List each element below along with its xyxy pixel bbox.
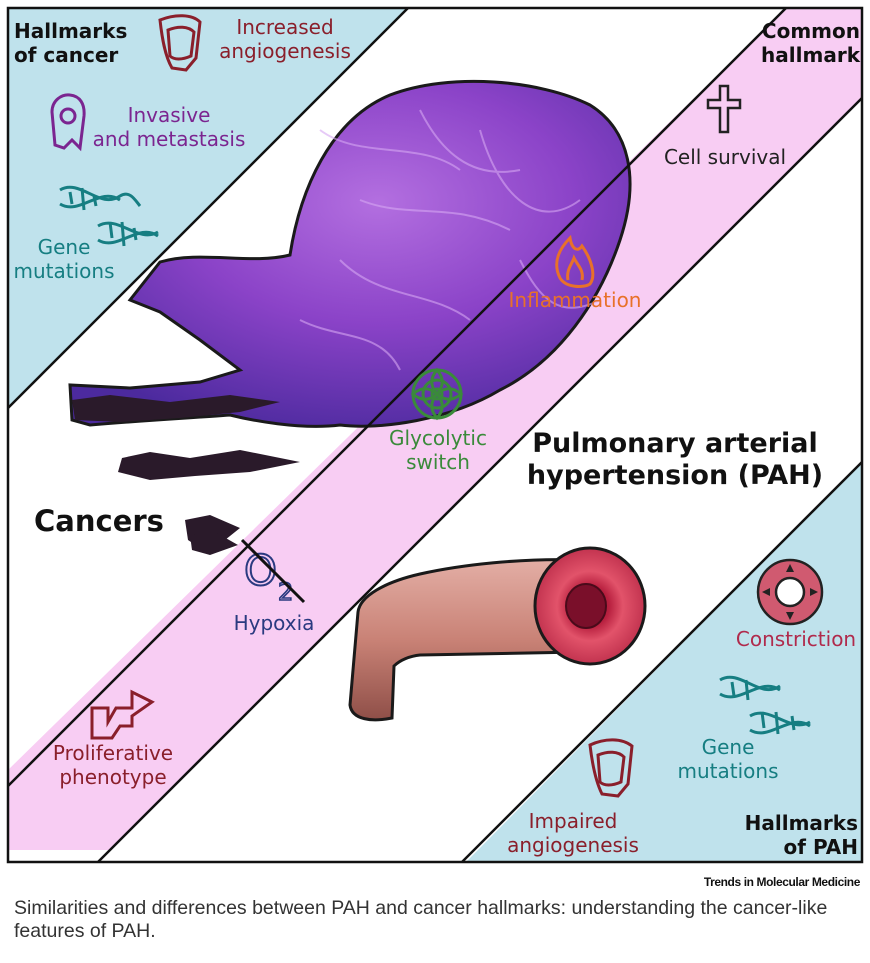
figure-caption: Similarities and differences between PAH… — [14, 897, 828, 943]
glycolysis-flower-icon — [410, 367, 464, 421]
figure-frame — [6, 6, 864, 864]
cross-icon — [706, 84, 742, 134]
dna-helix-icon — [59, 185, 159, 247]
journal-brand: Trends in Molecular Medicine — [703, 875, 861, 889]
cancer-cell-illustration — [68, 79, 632, 555]
migrating-cell-icon — [50, 93, 86, 152]
vessel-icon — [158, 14, 202, 72]
hypoxia-label: Hypoxia — [233, 611, 315, 635]
constriction-label: Constriction — [735, 627, 857, 651]
cell-survival-label: Cell survival — [663, 145, 787, 169]
constriction-ring-icon — [756, 558, 824, 626]
flame-icon — [555, 234, 595, 288]
dna-helix-icon-pah — [719, 675, 811, 735]
proliferation-arrow-icon — [90, 689, 155, 740]
pulmonary-artery-illustration — [348, 546, 647, 722]
common-hallmark-band — [8, 8, 862, 850]
vessel-icon-pah — [588, 738, 634, 798]
inflammation-label: Inflammation — [508, 288, 642, 312]
zone-boundary-lines — [8, 8, 862, 862]
svg-text:2: 2 — [278, 578, 293, 606]
cancers-label: Cancers — [34, 504, 164, 538]
o2-crossed-icon: O 2 — [240, 538, 306, 607]
